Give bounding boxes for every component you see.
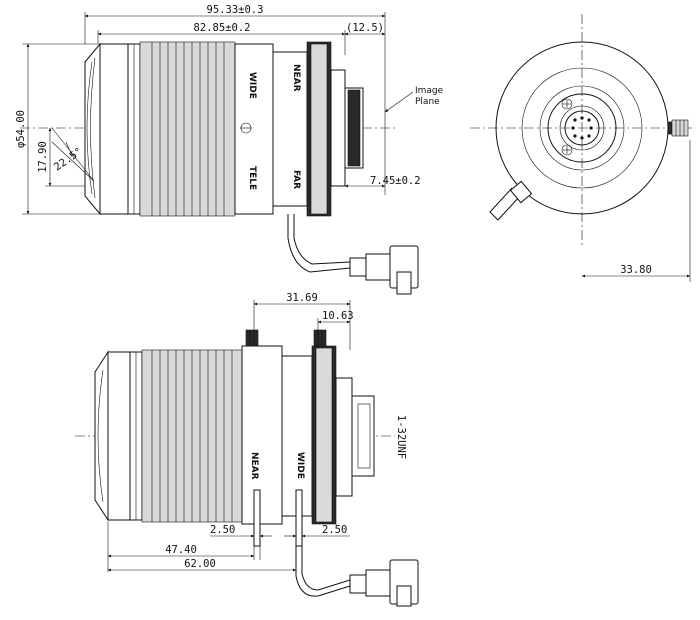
wide-offset-dim: 2.50 — [322, 524, 347, 536]
image-plane-label-2: Plane — [415, 97, 440, 107]
zoom-grip-ridges-bottom — [151, 350, 233, 522]
knob-offset-dim: 10.63 — [322, 310, 354, 322]
dim-62: 62.00 — [184, 558, 216, 570]
zoom-grip-ridges — [151, 42, 225, 216]
diameter-dim: φ54.00 — [15, 110, 27, 148]
far-label: FAR — [291, 170, 301, 189]
near-offset-dim: 2.50 — [210, 524, 235, 536]
flange-length-dim: 82.85±0.2 — [194, 22, 251, 34]
back-focus-dim: 7.45±0.2 — [370, 175, 421, 187]
near-label-bottom: NEAR — [249, 452, 259, 480]
wide-label-bottom: WIDE — [295, 452, 305, 479]
tele-label: TELE — [247, 166, 257, 190]
bottom-view: 31.69 10.63 — [75, 292, 419, 607]
angle-dim: 22.5° — [52, 146, 85, 174]
image-height-dim: 17.90 — [37, 141, 49, 173]
overall-length-dim: 95.33±0.3 — [207, 4, 264, 16]
ring-span-dim: 31.69 — [286, 292, 318, 304]
near-label: NEAR — [291, 64, 301, 92]
front-offset-dim: 33.80 — [620, 264, 652, 276]
connector-pins — [571, 116, 593, 140]
image-plane-label-1: Image — [415, 86, 444, 96]
back-extension-dim: (12.5) — [346, 22, 384, 34]
dim-47: 47.40 — [165, 544, 197, 556]
front-view: 33.80 — [470, 14, 692, 282]
thread-label: 1-32UNF — [395, 415, 407, 459]
side-view: 95.33±0.3 82.85±0.2 (12.5) φ54.00 17.90 … — [15, 4, 444, 295]
wide-label: WIDE — [247, 72, 257, 99]
